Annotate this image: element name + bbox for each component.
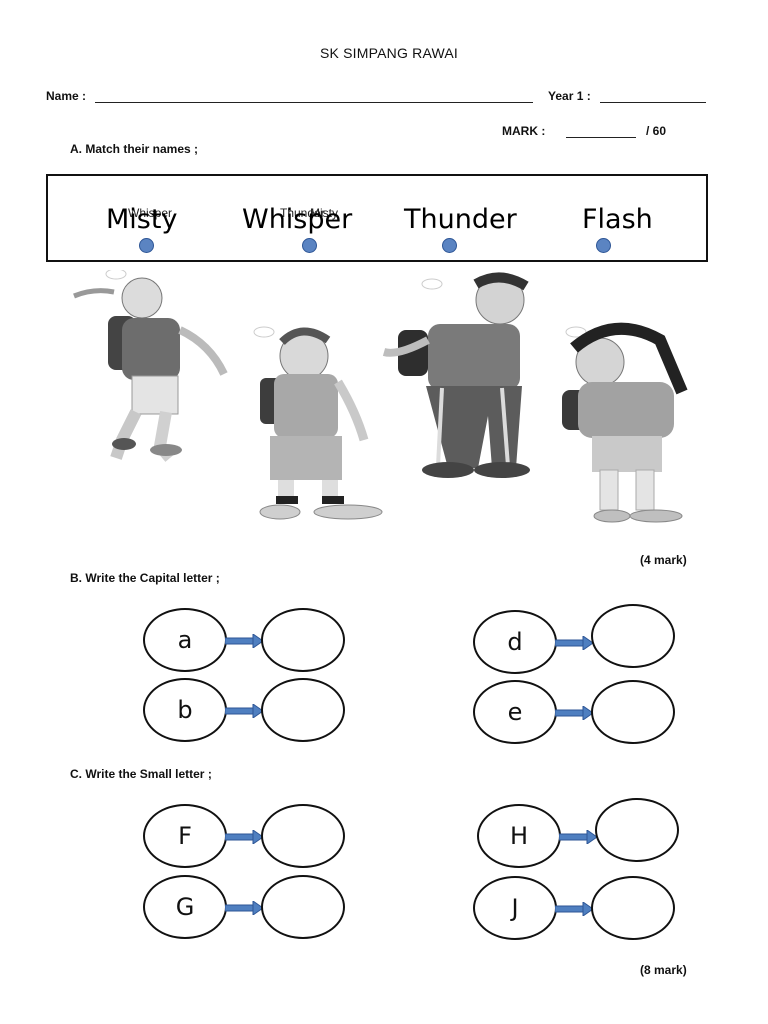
arrow-right-icon bbox=[225, 634, 263, 648]
section-a-mark: (4 mark) bbox=[640, 553, 687, 567]
section-a-title: A. Match their names ; bbox=[70, 142, 199, 156]
year-blank[interactable] bbox=[600, 102, 706, 103]
name-flash: Flash bbox=[582, 204, 653, 235]
small-label-thunder: Thunder bbox=[280, 206, 325, 220]
small-label-whisper: Whisper bbox=[128, 206, 173, 220]
name-box: Whisper Thunder Misty Misty Whisper Thun… bbox=[46, 174, 708, 262]
school-title: SK SIMPANG RAWAI bbox=[319, 45, 459, 61]
arrow-right-icon bbox=[225, 704, 263, 718]
mark-total: / 60 bbox=[646, 124, 667, 138]
section-b-title: B. Write the Capital letter ; bbox=[70, 571, 220, 585]
answer-oval-a[interactable] bbox=[261, 608, 345, 672]
answer-oval-J[interactable] bbox=[591, 876, 675, 940]
letter-oval-e: e bbox=[473, 680, 557, 744]
arrow-right-icon bbox=[225, 901, 263, 915]
small-label-misty: Misty bbox=[310, 206, 338, 220]
answer-oval-d[interactable] bbox=[591, 604, 675, 668]
answer-oval-F[interactable] bbox=[261, 804, 345, 868]
letter-oval-G: G bbox=[143, 875, 227, 939]
small-pair-f: F bbox=[143, 804, 353, 876]
answer-oval-b[interactable] bbox=[261, 678, 345, 742]
characters-illustration bbox=[73, 270, 688, 523]
match-dot-whisper[interactable] bbox=[302, 238, 317, 253]
section-c-mark: (8 mark) bbox=[640, 963, 687, 977]
section-c-title: C. Write the Small letter ; bbox=[70, 767, 212, 781]
mark-label: MARK : bbox=[502, 124, 546, 138]
letter-oval-a: a bbox=[143, 608, 227, 672]
small-pair-g: G bbox=[143, 875, 353, 947]
letter-oval-b: b bbox=[143, 678, 227, 742]
capital-pair-d: d bbox=[473, 604, 683, 682]
mark-blank[interactable] bbox=[566, 137, 636, 138]
letter-oval-J: J bbox=[473, 876, 557, 940]
character-4-figure[interactable] bbox=[562, 322, 688, 523]
small-pair-h: H bbox=[477, 798, 687, 876]
capital-pair-b: b bbox=[143, 678, 353, 750]
arrow-right-icon bbox=[555, 902, 593, 916]
year-label: Year 1 : bbox=[548, 89, 591, 103]
letter-oval-H: H bbox=[477, 804, 561, 868]
arrow-right-icon bbox=[225, 830, 263, 844]
answer-oval-H[interactable] bbox=[595, 798, 679, 862]
small-pair-j: J bbox=[473, 876, 683, 948]
letter-oval-F: F bbox=[143, 804, 227, 868]
character-3-figure[interactable] bbox=[382, 272, 530, 478]
answer-oval-G[interactable] bbox=[261, 875, 345, 939]
match-dot-misty[interactable] bbox=[139, 238, 154, 253]
capital-pair-e: e bbox=[473, 680, 683, 752]
capital-pair-a: a bbox=[143, 608, 353, 680]
letter-oval-d: d bbox=[473, 610, 557, 674]
name-label: Name : bbox=[46, 89, 87, 103]
name-thunder: Thunder bbox=[404, 204, 517, 235]
character-1-figure[interactable] bbox=[73, 270, 228, 462]
answer-oval-e[interactable] bbox=[591, 680, 675, 744]
arrow-right-icon bbox=[559, 830, 597, 844]
name-misty: Misty bbox=[106, 204, 178, 235]
arrow-right-icon bbox=[555, 636, 593, 650]
character-2-figure[interactable] bbox=[253, 326, 383, 520]
name-blank[interactable] bbox=[95, 102, 533, 103]
name-whisper: Whisper bbox=[242, 204, 353, 235]
match-dot-flash[interactable] bbox=[596, 238, 611, 253]
arrow-right-icon bbox=[555, 706, 593, 720]
match-dot-thunder[interactable] bbox=[442, 238, 457, 253]
